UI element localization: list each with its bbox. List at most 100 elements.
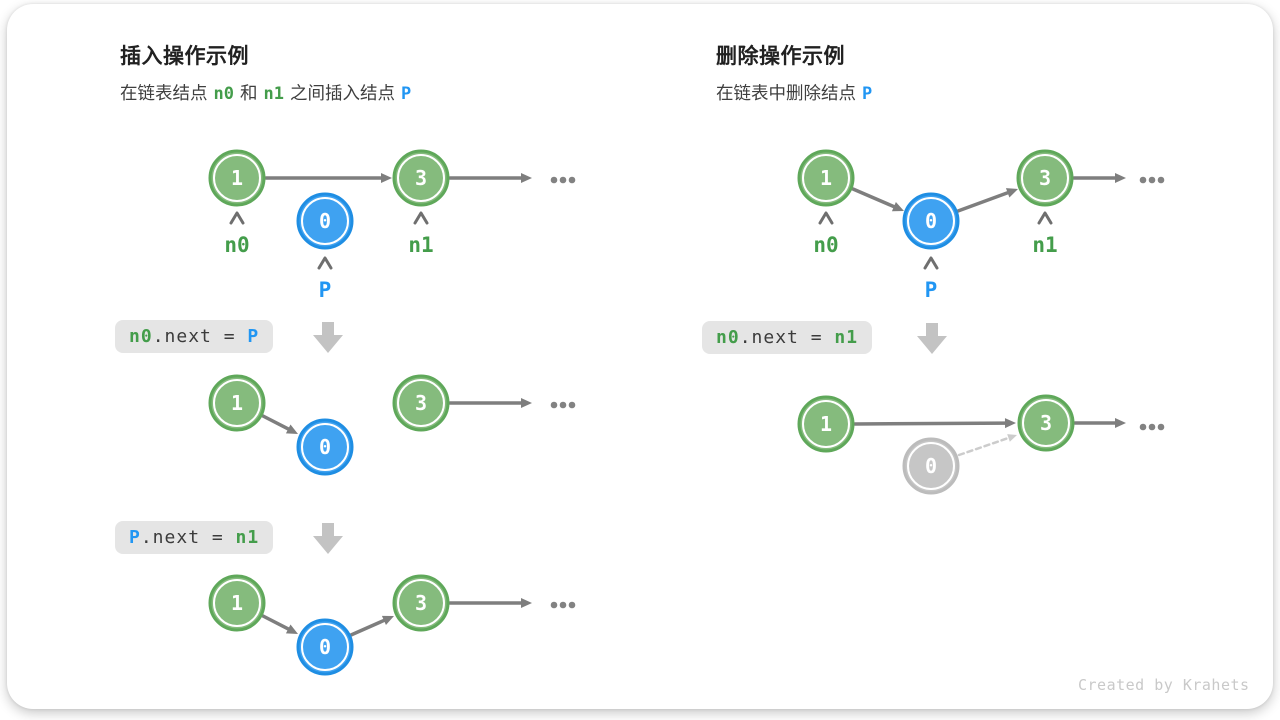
ellipsis-dots — [568, 401, 576, 409]
credit-text: Created by Krahets — [1078, 676, 1250, 694]
insert-panel-title: 插入操作示例 — [120, 45, 249, 68]
pointer-edge — [349, 618, 386, 637]
pointer-label: n0 — [813, 233, 838, 257]
list-node-circle — [902, 192, 960, 250]
list-node-value: 1 — [231, 591, 243, 615]
arrowhead — [381, 173, 392, 183]
variable-token: n0 — [213, 84, 234, 104]
arrowhead — [1004, 418, 1016, 429]
text-token: .next = — [739, 327, 835, 348]
list-node-ring — [802, 154, 850, 202]
insert-step1-list-diagram: 1 3 0 — [208, 374, 576, 476]
pointer-label: P — [319, 278, 332, 302]
list-node-circle — [296, 192, 354, 250]
arrowhead — [1115, 173, 1126, 183]
ellipsis-dots — [559, 401, 567, 409]
list-node-ring — [397, 379, 445, 427]
pointer-label: P — [925, 278, 938, 302]
list-node-value: 1 — [231, 391, 243, 415]
delete-panel-subtitle: 在链表中删除结点 P — [716, 80, 878, 105]
pointer-marker-icon — [1037, 211, 1053, 225]
list-node-ring — [397, 579, 445, 627]
delete-panel-title: 删除操作示例 — [716, 45, 845, 68]
list-node-ring — [1022, 399, 1070, 447]
ellipsis-dots — [559, 176, 567, 184]
ellipsis-dots — [568, 176, 576, 184]
list-node-ring — [1021, 154, 1069, 202]
list-node-circle — [1016, 149, 1074, 207]
text-token: .next = — [152, 326, 248, 347]
list-node-circle — [208, 374, 266, 432]
list-node-circle — [208, 574, 266, 632]
list-node-circle — [208, 149, 266, 207]
code-box-n0-next-p: n0.next = P — [115, 320, 274, 353]
pointer-marker-icon — [923, 256, 939, 270]
list-node-ring — [802, 400, 850, 448]
list-node-ring — [301, 423, 349, 471]
arrowhead — [521, 398, 532, 408]
text-token: 在链表结点 — [120, 83, 208, 103]
pointer-label: n1 — [1032, 233, 1057, 257]
list-node-value: 0 — [319, 209, 331, 233]
pointer-marker-icon — [413, 211, 429, 225]
list-node-value: 3 — [415, 591, 427, 615]
variable-token: n1 — [235, 527, 260, 548]
variable-token: P — [862, 84, 873, 104]
variable-token: n0 — [129, 326, 153, 347]
list-node-circle — [797, 395, 855, 453]
list-node-circle — [296, 618, 354, 676]
ellipsis-dots — [1157, 176, 1165, 184]
arrowhead — [521, 598, 532, 608]
arrowhead — [1007, 434, 1017, 442]
code-box-p-next-n1: P.next = n1 — [115, 521, 274, 554]
text-token: 之间插入结点 — [289, 83, 395, 103]
pointer-edge — [957, 436, 1010, 457]
list-node-circle — [797, 149, 855, 207]
list-node-value: 0 — [925, 209, 937, 233]
list-node-ring — [213, 379, 261, 427]
list-node-circle — [392, 574, 450, 632]
pointer-label: n1 — [408, 233, 433, 257]
list-node-ring — [213, 579, 261, 627]
list-node-value: 3 — [415, 391, 427, 415]
pointer-edge — [851, 187, 896, 209]
list-node-circle — [392, 374, 450, 432]
list-node-ring — [907, 197, 955, 245]
ellipsis-dots — [559, 601, 567, 609]
list-node-ring — [907, 442, 955, 490]
list-node-circle — [1017, 394, 1075, 452]
list-node-value: 0 — [925, 454, 937, 478]
list-node-ring — [213, 154, 261, 202]
ellipsis-dots — [1157, 423, 1165, 431]
pointer-marker-icon — [229, 211, 245, 225]
arrowhead — [1005, 188, 1018, 198]
ellipsis-dots — [1148, 423, 1156, 431]
text-token: 和 — [239, 83, 258, 103]
arrowhead — [891, 202, 904, 212]
list-node-value: 0 — [319, 435, 331, 459]
insert-final-list-diagram: 1 3 0 — [208, 574, 576, 676]
list-node-value: 3 — [415, 166, 427, 190]
text-token: 在链表中删除结点 — [716, 83, 856, 103]
variable-token: n1 — [834, 327, 859, 348]
arrowhead — [285, 624, 298, 634]
list-node-value: 3 — [1039, 166, 1051, 190]
ellipsis-dots — [550, 601, 558, 609]
list-node-ring — [397, 154, 445, 202]
variable-token: P — [129, 527, 141, 548]
list-node-ring — [301, 623, 349, 671]
code-box-n0-next-n1: n0.next = n1 — [702, 321, 873, 354]
ellipsis-dots — [1139, 423, 1147, 431]
variable-token: P — [400, 84, 412, 104]
pointer-edge — [261, 614, 290, 631]
ellipsis-dots — [550, 176, 558, 184]
list-node-value: 1 — [820, 412, 832, 436]
list-node-value: 0 — [319, 635, 331, 659]
list-node-circle — [902, 437, 960, 495]
pointer-label: n0 — [224, 233, 249, 257]
arrowhead — [521, 173, 532, 183]
